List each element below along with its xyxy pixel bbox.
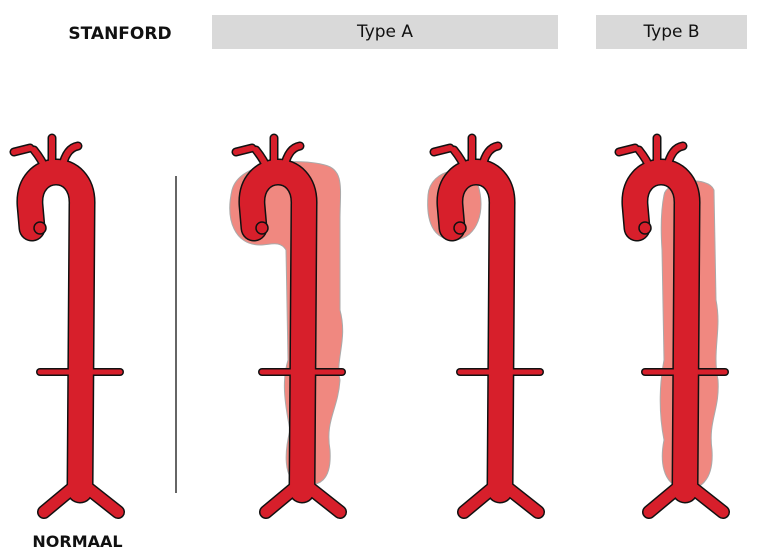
normal-aorta xyxy=(14,138,120,512)
normal-label: NORMAAL xyxy=(32,531,123,551)
type-a-header: Type A xyxy=(212,15,558,49)
type-a-aorta-2 xyxy=(434,138,540,512)
type-b-header: Type B xyxy=(596,15,747,49)
stanford-title: STANFORD xyxy=(68,24,172,44)
